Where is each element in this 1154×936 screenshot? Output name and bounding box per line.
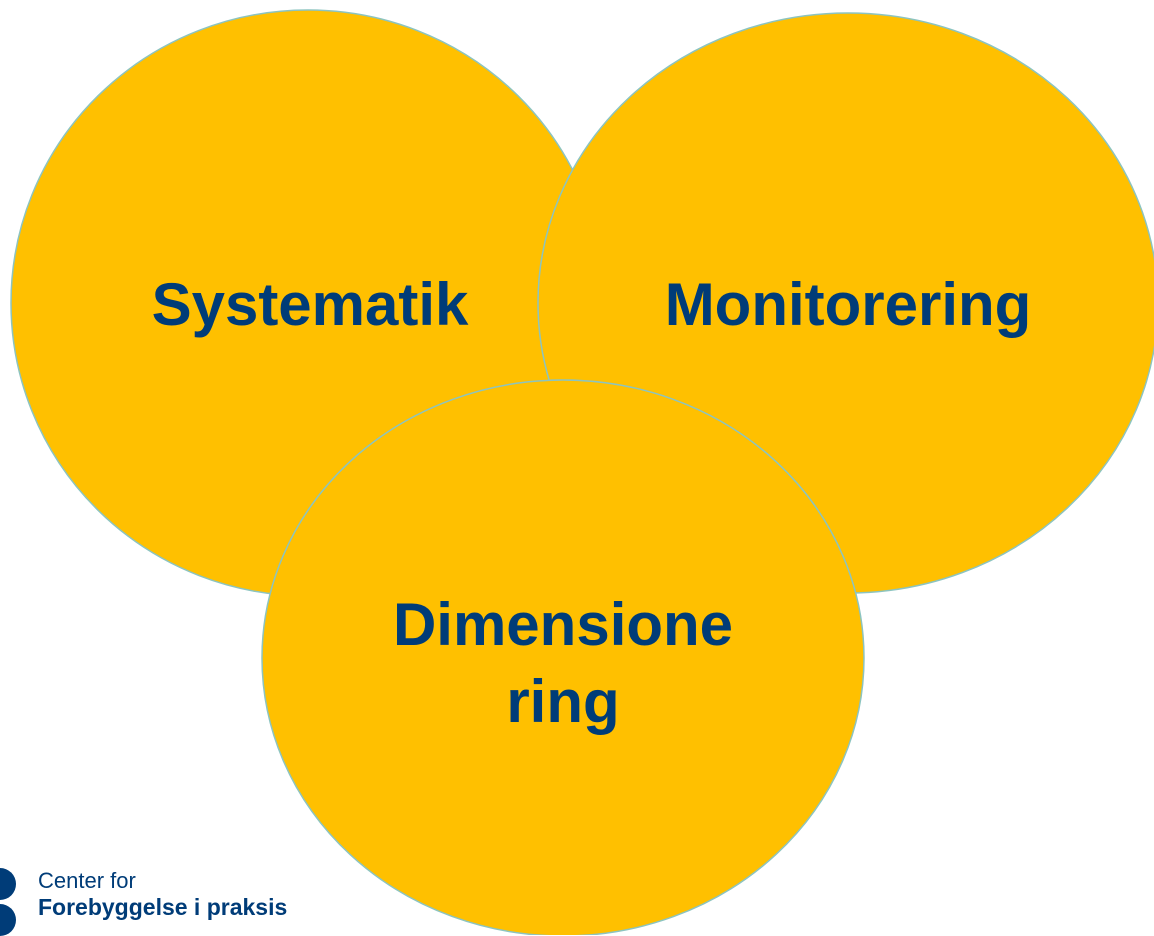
label-monitorering: Monitorering xyxy=(665,271,1032,338)
logo-line-1: Center for xyxy=(38,868,136,893)
label-dimensionering-line2: ring xyxy=(506,668,619,735)
logo-mark-icon xyxy=(0,868,16,900)
logo-line-2: Forebyggelse i praksis xyxy=(38,894,288,920)
label-dimensionering-line1: Dimensione xyxy=(393,591,733,658)
label-systematik: Systematik xyxy=(152,271,469,338)
organization-logo: Center for Forebyggelse i praksis xyxy=(0,868,320,936)
circle-dimensionering xyxy=(261,379,865,935)
logo-mark-icon xyxy=(0,904,16,936)
